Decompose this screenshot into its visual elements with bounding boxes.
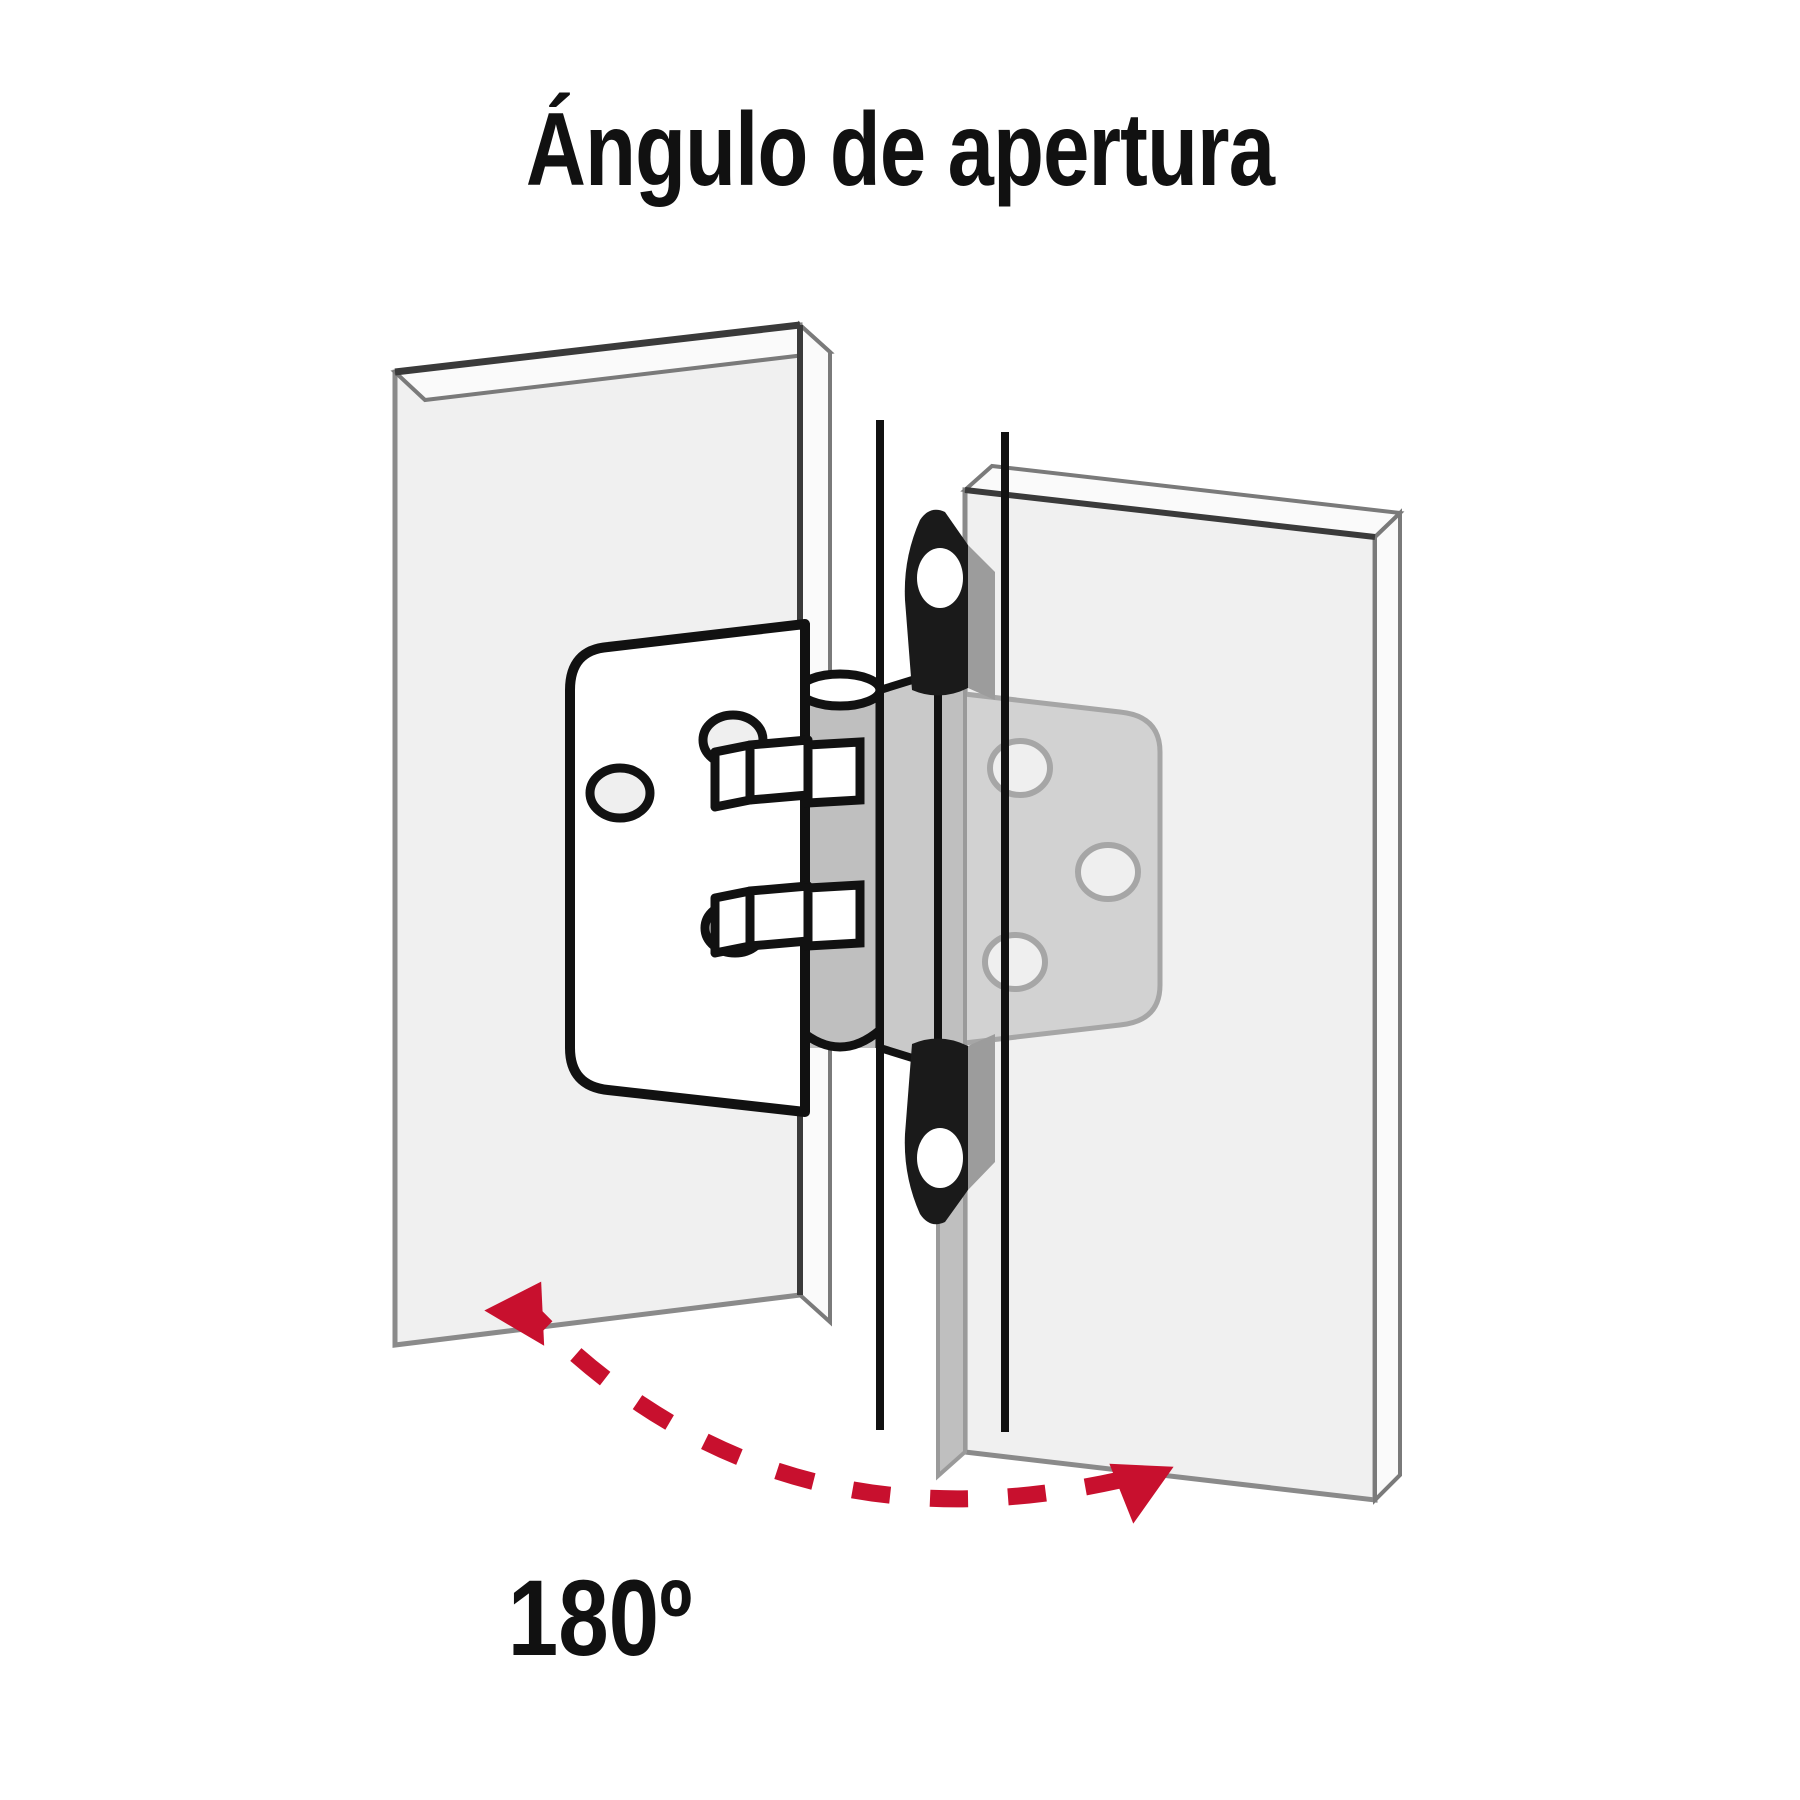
hinge-center-knuckle xyxy=(803,737,865,951)
center-knuckle-upper xyxy=(803,737,865,808)
screw-hole-back-1 xyxy=(987,738,1053,798)
bottom-finial xyxy=(904,1034,995,1225)
hinge-barrel-top xyxy=(795,669,885,711)
screw-hole-back-3 xyxy=(982,932,1048,992)
screw-hole-back-2 xyxy=(1075,842,1141,902)
left-hinge-leaf xyxy=(565,619,810,1117)
center-knuckle-lower xyxy=(803,880,865,951)
bottom-finial-side xyxy=(968,1034,995,1190)
arc-arrow-right xyxy=(1109,1463,1174,1524)
top-finial xyxy=(904,509,995,700)
arc-arrow-right-head xyxy=(1109,1463,1174,1524)
knuckle-tab-upper-face xyxy=(745,735,813,805)
rear-leaf-face-strip xyxy=(876,666,942,1072)
left-panel-top-outline xyxy=(394,321,801,376)
arc-arrow-left-head xyxy=(484,1281,545,1346)
angle-value-label: 180º xyxy=(507,1557,693,1678)
knuckle-tab-lower-face xyxy=(745,881,813,951)
hinge-barrel xyxy=(795,669,885,1052)
rear-leaf-front-face xyxy=(876,666,942,1072)
centerlines xyxy=(876,420,1009,1432)
right-panel-top-outline xyxy=(964,487,1376,540)
page-title: Ángulo de apertura xyxy=(525,92,1275,208)
top-finial-hole xyxy=(917,548,963,608)
knuckle-tab-upper xyxy=(710,740,755,812)
bottom-finial-hole xyxy=(917,1128,963,1188)
right-panel-edge xyxy=(1373,508,1402,1505)
angle-arc xyxy=(513,1294,1122,1508)
knuckle-tab-lower xyxy=(710,886,755,958)
screw-hole-front-2 xyxy=(585,763,655,823)
arc-arrow-left xyxy=(484,1281,545,1346)
left-hinge-leaf-plate xyxy=(565,619,810,1117)
top-finial-side xyxy=(968,545,995,700)
angle-arc-dashed-path xyxy=(513,1294,1122,1508)
